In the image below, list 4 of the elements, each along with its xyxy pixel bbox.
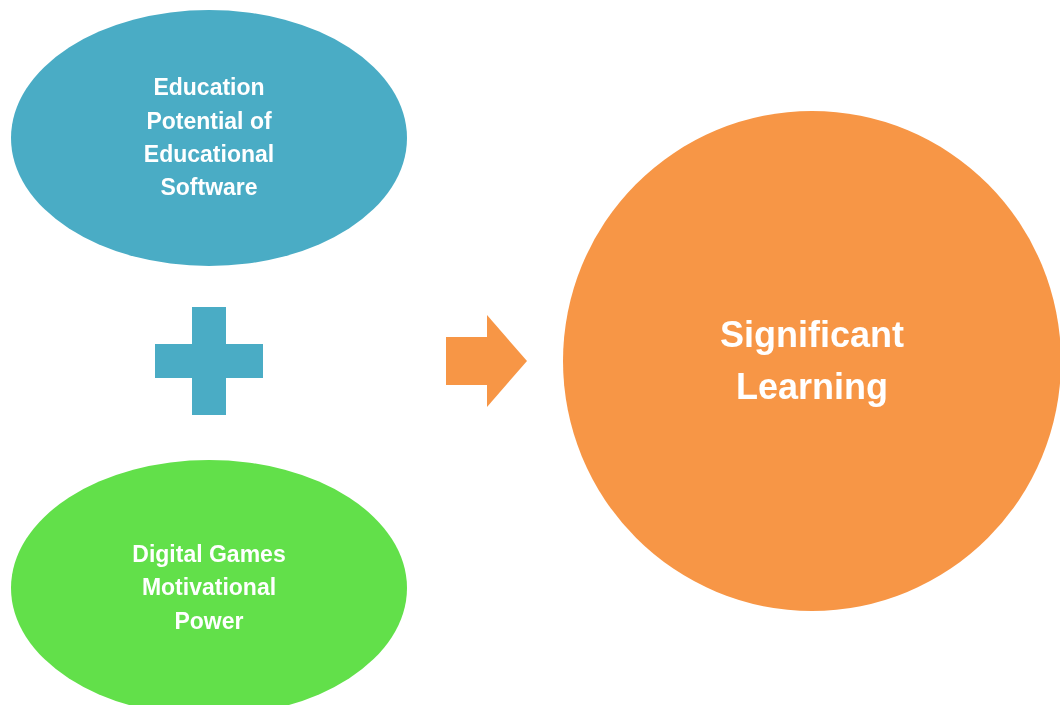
block-arrow: [446, 315, 527, 407]
node-label: Significant Learning: [719, 312, 905, 409]
node-label: Digital Games Motivational Power: [131, 540, 287, 636]
node-label: Education Potential of Educational Software: [142, 73, 276, 203]
